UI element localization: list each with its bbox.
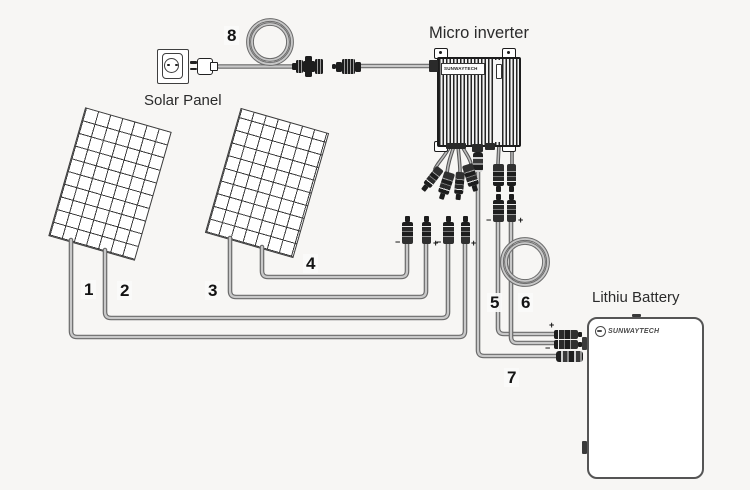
polarity-plus: + xyxy=(433,238,439,248)
outlet-hole-right xyxy=(175,63,178,67)
micro-inverter: SUNWAYTECH xyxy=(437,57,521,147)
cable-label-7: 7 xyxy=(504,368,520,387)
micro-inverter-title: Micro inverter xyxy=(429,24,529,42)
plug-prong xyxy=(190,67,197,71)
outlet-hole-left xyxy=(167,63,170,67)
mc4-connector-icon xyxy=(507,164,516,186)
mc4-connector-icon xyxy=(554,340,582,349)
cable-label-5: 5 xyxy=(487,293,503,312)
polarity-minus: − xyxy=(436,237,442,247)
plug-neck xyxy=(210,62,218,71)
ac-connector-female xyxy=(292,55,324,77)
cable-label-3: 3 xyxy=(205,281,221,300)
polarity-plus: + xyxy=(471,238,477,248)
inline-barrel-connector xyxy=(473,152,483,172)
cable-label-2: 2 xyxy=(117,281,133,300)
mc4-connector-icon xyxy=(554,330,582,339)
inverter-brand-label: SUNWAYTECH xyxy=(441,63,485,75)
wall-outlet-icon xyxy=(157,49,189,84)
brand-swirl-icon xyxy=(595,326,606,337)
battery-logo: SUNWAYTECH xyxy=(595,326,659,337)
right-gland xyxy=(485,143,495,150)
center-gland xyxy=(472,144,483,152)
mc4-connector-icon xyxy=(442,216,454,244)
dc-bundle-gland xyxy=(446,143,466,149)
cable-label-4: 4 xyxy=(303,254,319,273)
ac-connector-male xyxy=(332,59,362,74)
outlet-socket xyxy=(164,58,179,73)
cable-label-8: 8 xyxy=(224,26,240,45)
lithium-battery-title: Lithiu Battery xyxy=(592,289,680,306)
battery-clip xyxy=(582,441,587,454)
cable-label-1: 1 xyxy=(81,280,97,299)
barrel-connector-icon xyxy=(556,351,583,362)
outlet-faceplate xyxy=(162,53,183,79)
mc4-connector-icon xyxy=(461,216,470,244)
ac-entry-gland xyxy=(429,60,438,72)
cable-label-6: 6 xyxy=(518,293,534,312)
power-plug-icon xyxy=(190,58,220,75)
mc4-connector-icon xyxy=(492,164,504,186)
mc4-connector-icon xyxy=(454,171,465,195)
battery-clip xyxy=(582,337,587,350)
solar-panel-title: Solar Panel xyxy=(144,92,222,109)
polarity-minus: − xyxy=(395,237,401,247)
polarity-plus: + xyxy=(549,320,555,330)
lithium-battery: SUNWAYTECH xyxy=(587,317,704,479)
mc4-connector-icon xyxy=(492,194,504,222)
battery-rail xyxy=(632,314,641,317)
mc4-connector-icon xyxy=(401,216,413,244)
inverter-slot xyxy=(495,64,502,79)
inverter-side-column xyxy=(494,60,502,142)
plug-prong xyxy=(190,61,197,64)
polarity-plus: + xyxy=(518,215,524,225)
battery-brand-text: SUNWAYTECH xyxy=(608,328,660,335)
mc4-connector-icon xyxy=(507,194,516,222)
polarity-minus: − xyxy=(545,343,551,353)
inverter-brand-text: SUNWAYTECH xyxy=(444,66,478,71)
polarity-minus: − xyxy=(486,215,492,225)
mc4-connector-icon xyxy=(422,216,431,244)
